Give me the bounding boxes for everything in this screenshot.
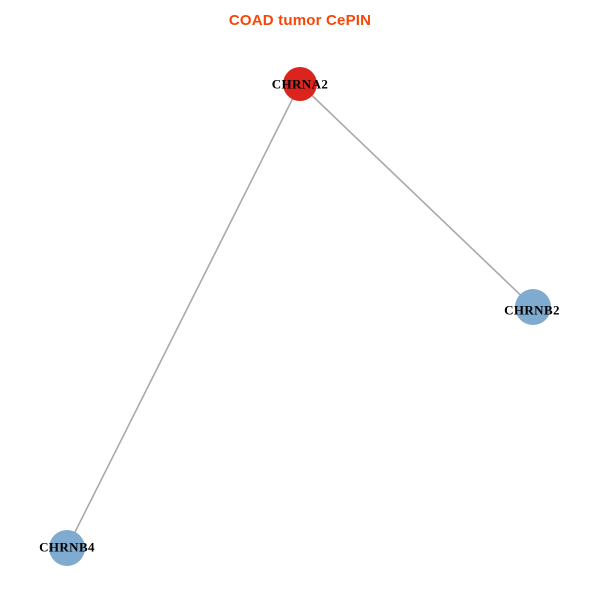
node-CHRNB2 [515, 289, 551, 325]
edge-CHRNA2-CHRNB4 [66, 83, 301, 549]
node-CHRNB4 [49, 530, 85, 566]
plot-title: COAD tumor CePIN [228, 12, 372, 29]
node-label-CHRNB4: CHRNB4 [39, 540, 95, 555]
edge-CHRNA2-CHRNB2 [299, 83, 534, 308]
node-label-CHRNB2: CHRNB2 [504, 303, 560, 318]
node-label-CHRNA2: CHRNA2 [272, 77, 329, 92]
node-CHRNA2 [283, 67, 317, 101]
